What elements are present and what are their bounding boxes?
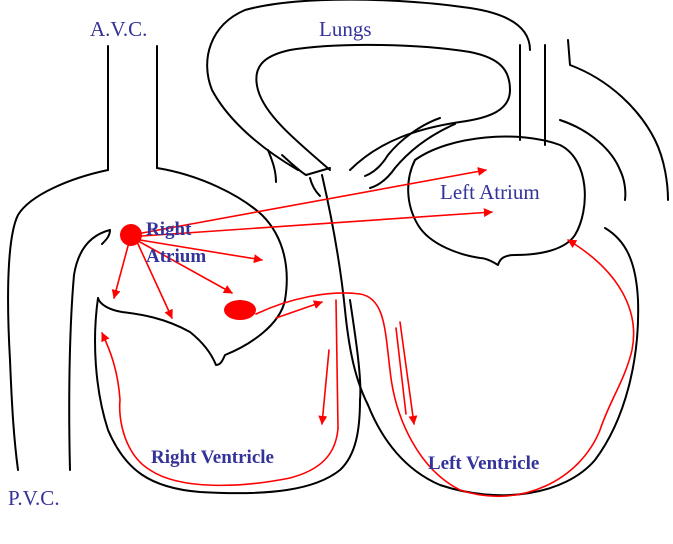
pvc-vessel-inner-wall xyxy=(68,229,111,471)
pulmonary-trunk-right-2 xyxy=(369,123,456,189)
right-atrium-wall xyxy=(97,167,288,366)
right-ventricle-wall xyxy=(94,297,361,495)
right-atrium-label-line2: Atrium xyxy=(146,246,206,267)
septum-inner-line xyxy=(349,299,362,401)
right-atrium-label-line1: Right xyxy=(146,219,192,240)
ra-arrow-to-valve xyxy=(139,241,233,294)
pulmonary-arch-outer xyxy=(206,0,531,171)
aorta-inner-wall xyxy=(559,119,627,201)
left-atrium-wall xyxy=(407,135,586,266)
ra-arrow-down-right xyxy=(137,243,173,319)
lv-arrow-down-1 xyxy=(399,321,418,425)
pvc-label: P.V.C. xyxy=(8,486,60,510)
right-ventricle-label: Right Ventricle xyxy=(151,447,274,468)
left-atrium-label: Left Atrium xyxy=(440,180,540,204)
aorta-right-wall xyxy=(567,39,669,201)
rv-arrow-down-1 xyxy=(318,349,330,425)
septum-cap xyxy=(309,177,321,197)
pulmonary-trunk-right xyxy=(364,117,441,177)
ra-arrow-to-left-atrium-top xyxy=(141,167,487,234)
septum xyxy=(321,174,369,406)
flow-loop-right-ventricle xyxy=(101,332,339,487)
lungs-label: Lungs xyxy=(319,17,372,41)
left-ventricle-label: Left Ventricle xyxy=(428,453,539,474)
lv-arrow-down-2 xyxy=(395,327,407,415)
heart-outline xyxy=(7,0,669,497)
left-ventricle-wall xyxy=(367,227,640,497)
valve-arrow-to-septum xyxy=(275,300,323,319)
tricuspid-valve-node xyxy=(224,300,256,320)
ra-arrow-right xyxy=(139,239,263,264)
ra-arrow-down-left xyxy=(111,245,129,299)
avc-label: A.V.C. xyxy=(90,17,147,41)
pulmonary-arch-inner xyxy=(255,43,511,171)
pulmonary-trunk-left xyxy=(267,149,277,183)
right-atrium-inner-contour xyxy=(101,229,111,245)
septum-top-link xyxy=(305,167,331,176)
right-atrium-node xyxy=(120,224,142,246)
flow-loop-septum xyxy=(255,239,635,498)
blood-flow-arrows xyxy=(101,167,635,498)
pulmonary-trunk-mid xyxy=(281,154,307,176)
rv-arrow-down-2 xyxy=(335,299,339,429)
ra-arrow-to-left-atrium-bottom xyxy=(141,208,493,237)
pvc-vessel-outer-wall xyxy=(7,169,109,471)
